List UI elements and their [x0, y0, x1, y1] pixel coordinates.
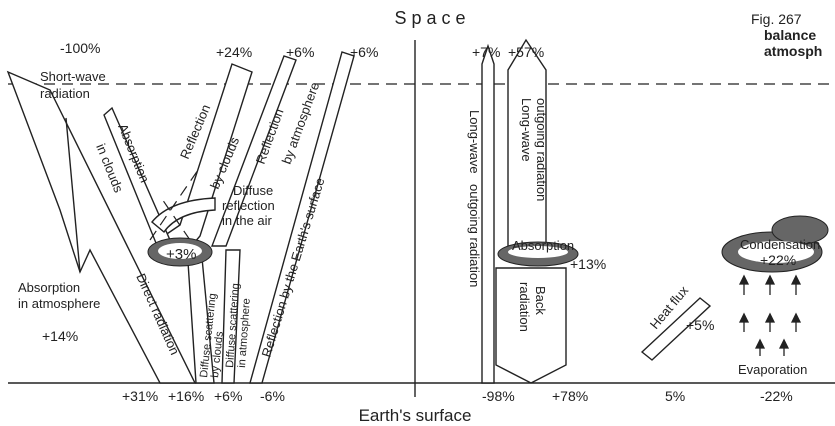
heat-flux-pct: +5%: [686, 317, 714, 333]
caption-line2: balance: [764, 27, 816, 43]
abs-atm-line2: in atmosphere: [18, 296, 100, 311]
earth-surface-label: Earth's surface: [359, 406, 472, 425]
right-cloud: [721, 215, 829, 273]
shortwave-line1: Short-wave: [40, 69, 106, 84]
bottom-scatter-atm-pct: +6%: [214, 388, 242, 404]
evaporation-label: Evaporation: [738, 362, 807, 377]
caption-line1: Fig. 267: [751, 11, 802, 27]
left-cloud-pct: +3%: [166, 246, 196, 263]
condensation-label: Condensation: [740, 237, 820, 252]
evaporation-arrows: [738, 274, 802, 356]
lw-thin-band: [481, 43, 495, 384]
mid-top-small-pct: +7%: [472, 44, 500, 60]
right-bottom-evap-pct: -22%: [760, 388, 793, 404]
reflection-surface-band: [249, 51, 355, 384]
heat-flux-band: [640, 297, 712, 361]
lw-left-line1: Long-wave: [467, 110, 482, 174]
middle-cloud: [497, 241, 579, 267]
shortwave-band: [6, 70, 197, 384]
diffuse-clouds-line2: by clouds: [209, 330, 226, 378]
diffuse-refl-line1: Diffuse: [233, 183, 273, 198]
lw-right-line1: Long-wave: [519, 98, 534, 162]
mid-bottom-left-pct: -98%: [482, 388, 515, 404]
reflection-atmosphere-band: [210, 55, 297, 247]
back-line2: radiation: [517, 282, 532, 332]
cloud-dashed-lines: [149, 169, 199, 241]
space-label: S p a c e: [394, 8, 465, 28]
abs-atm-pct: +14%: [42, 328, 78, 344]
mid-bottom-right-pct: +78%: [552, 388, 588, 404]
diffuse-scatter-atm-band: [221, 249, 241, 384]
right-cloud-pct: +22%: [760, 252, 796, 268]
diffuse-atm-line2: in atmosphere: [236, 298, 253, 368]
bottom-reflect-pct: -6%: [260, 388, 285, 404]
refl-atm-pct: +6%: [286, 44, 314, 60]
absorption-atm-split-line: [65, 117, 81, 273]
refl-surface-pct: +6%: [350, 44, 378, 60]
diffuse-refl-line2: reflection: [222, 198, 275, 213]
back-line1: Back: [533, 286, 548, 315]
shortwave-line2: radiation: [40, 86, 90, 101]
diffuse-refl-line3: in the air: [222, 213, 273, 228]
diffuse-reflection-band: [151, 197, 216, 234]
back-radiation-band: [495, 267, 567, 384]
diffuse-atm-line1: Diffuse scattering: [224, 283, 242, 368]
caption-line3: atmosph: [764, 43, 822, 59]
lw-right-line2: outgoing radiation: [534, 98, 549, 201]
bottom-scatter-clouds-pct: +16%: [168, 388, 204, 404]
absorption-pct: +13%: [570, 256, 606, 272]
lw-left-line2: outgoing radiation: [467, 184, 482, 287]
abs-atm-line1: Absorption: [18, 280, 80, 295]
bottom-direct-pct: +31%: [122, 388, 158, 404]
refl-clouds-pct: +24%: [216, 44, 252, 60]
mid-top-big-pct: +57%: [508, 44, 544, 60]
right-bottom-flux-pct: 5%: [665, 388, 685, 404]
incoming-pct: -100%: [60, 40, 100, 56]
absorption-label: Absorption: [512, 238, 574, 253]
left-cloud: [147, 237, 213, 267]
